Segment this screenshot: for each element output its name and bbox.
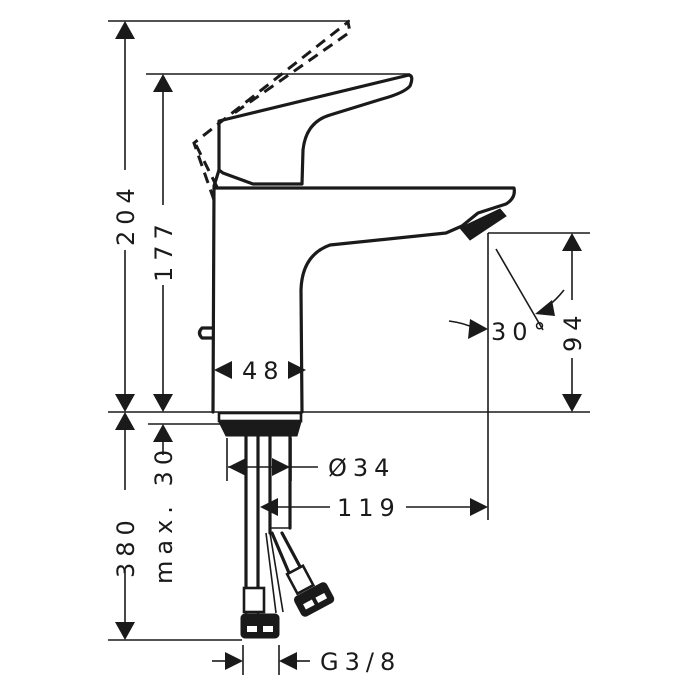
dimension-380: 380 xyxy=(112,412,140,640)
label-380: 380 xyxy=(112,514,140,578)
arrow-right-icon xyxy=(214,361,232,379)
label-diameter-34: Ø34 xyxy=(328,454,395,482)
label-119: 119 xyxy=(337,494,401,522)
arrow-right-icon xyxy=(225,652,243,670)
arrow-down-icon xyxy=(153,394,173,412)
arrow-up-icon xyxy=(115,21,135,39)
base-plate xyxy=(217,411,303,423)
arrow-down-icon xyxy=(562,394,582,412)
arrow-left-icon xyxy=(228,458,246,476)
extension-lines xyxy=(108,20,590,641)
dimension-48: 48 xyxy=(214,357,306,385)
dimension-diameter-34: Ø34 xyxy=(226,438,395,482)
dimension-204: 204 xyxy=(112,21,140,412)
arrow-up-icon xyxy=(562,233,582,251)
spout xyxy=(212,186,516,414)
arrow-down-icon xyxy=(115,394,135,412)
arrow-left-icon xyxy=(288,361,306,379)
label-30-degrees: 30° xyxy=(491,318,552,346)
arrow-right-icon xyxy=(468,319,488,339)
arrow-up-icon xyxy=(115,412,135,430)
dimension-g3-8: G3/8 xyxy=(212,645,401,676)
hose-fitting-right xyxy=(285,563,316,596)
label-204: 204 xyxy=(112,182,140,246)
arrow-down-icon xyxy=(115,622,135,640)
label-max-30: max. 30 xyxy=(150,444,178,584)
label-g3-8: G3/8 xyxy=(320,648,401,676)
label-48: 48 xyxy=(242,357,285,385)
aerator xyxy=(459,208,507,241)
arrow-left-icon xyxy=(279,652,297,670)
label-94: 94 xyxy=(559,309,587,352)
pop-up-knob xyxy=(197,326,215,340)
label-177: 177 xyxy=(150,218,178,282)
dimension-177: 177 xyxy=(150,74,178,412)
arrow-right-icon xyxy=(470,498,488,516)
lever-open-position xyxy=(192,19,352,201)
dimension-max-30: max. 30 xyxy=(150,424,178,584)
arrow-up-icon xyxy=(153,424,173,442)
dimension-94: 94 xyxy=(559,233,587,412)
faucet-body xyxy=(192,19,516,639)
dimension-119: 119 xyxy=(260,494,488,522)
arrow-right-icon xyxy=(272,458,290,476)
hose-fitting-left xyxy=(242,586,266,614)
lever xyxy=(217,73,414,186)
arrow-up-icon xyxy=(153,74,173,92)
mounting-flange xyxy=(218,421,302,437)
dimension-angle-30: 30° xyxy=(448,248,565,346)
arrow-left-icon xyxy=(535,300,555,316)
